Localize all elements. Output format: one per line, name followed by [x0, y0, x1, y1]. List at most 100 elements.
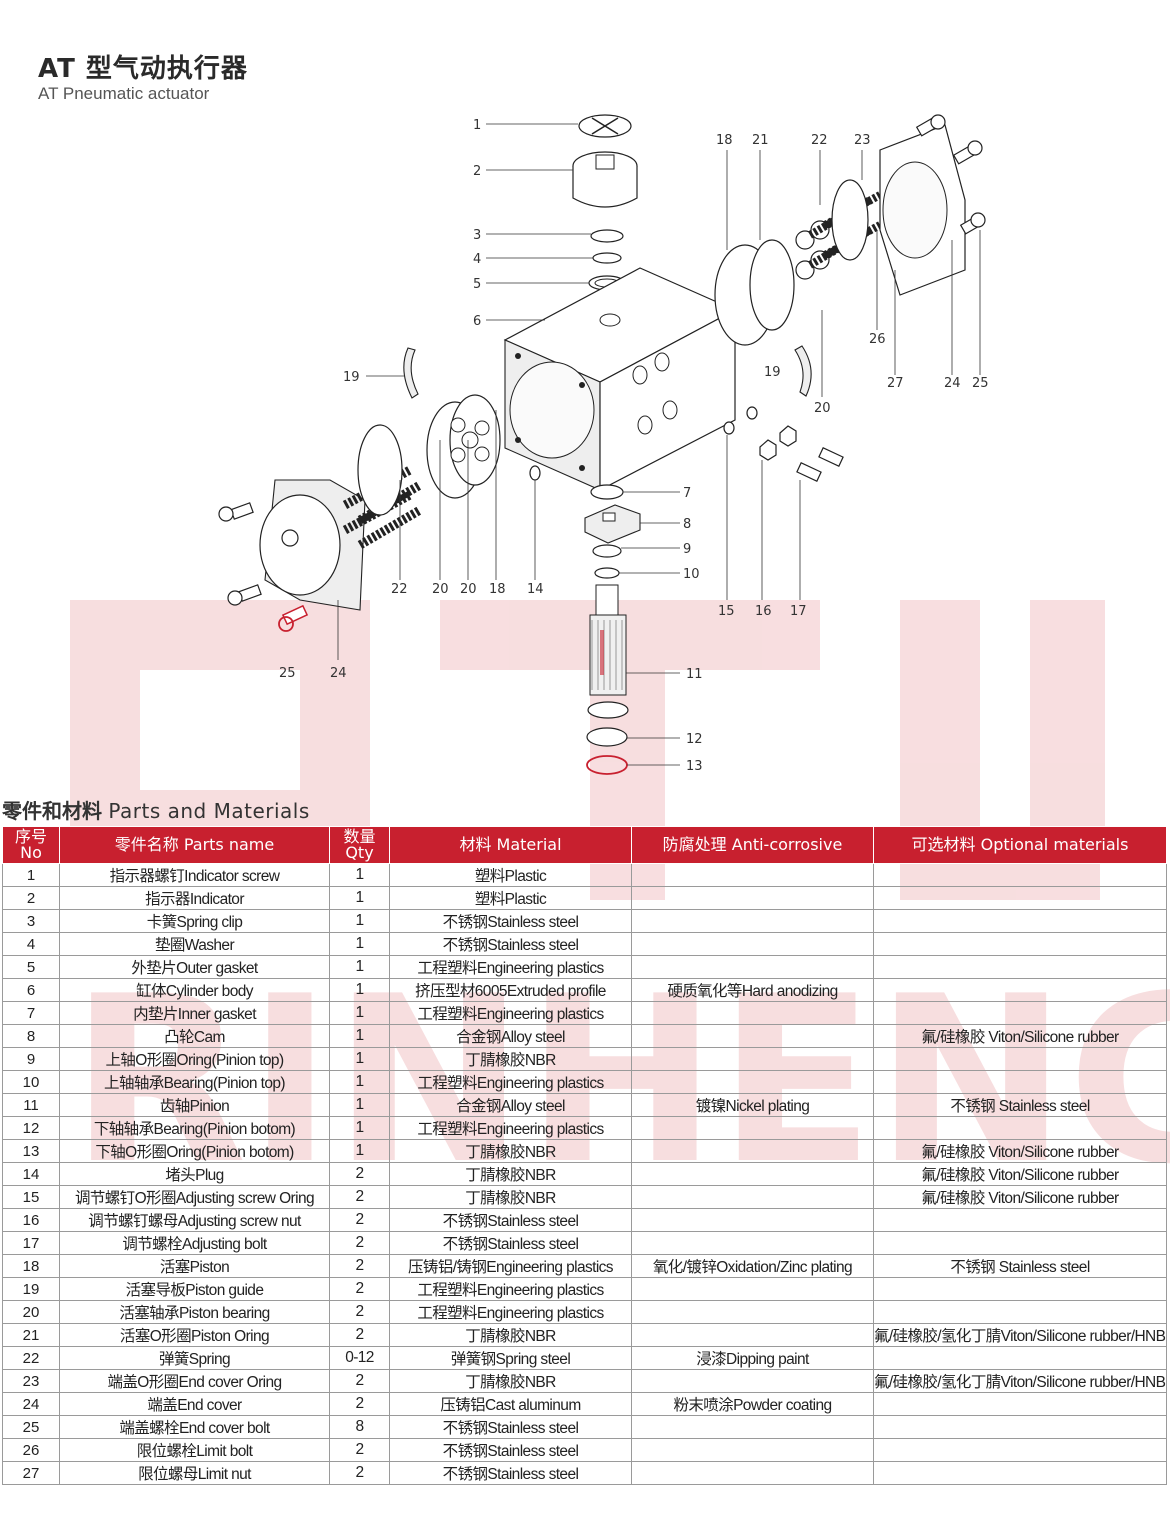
cell-material: 工程塑料Engineering plastics [389, 1116, 632, 1140]
label-18-left: 18 [489, 582, 506, 597]
cell-anti-corrosive [631, 886, 874, 910]
header-no: 序号 No [2, 826, 60, 864]
cell-parts-name: 上轴O形圈Oring(Pinion top) [59, 1047, 330, 1071]
label-25-left: 25 [279, 666, 296, 681]
label-6: 6 [473, 314, 481, 329]
cell-material: 压铸铝/铸钢Engineering plastics [389, 1254, 632, 1278]
cell-parts-name: 限位螺栓Limit bolt [59, 1438, 330, 1462]
cell-anti-corrosive: 镀镍Nickel plating [631, 1093, 874, 1117]
cell-qty: 1 [329, 932, 390, 956]
cell-material: 工程塑料Engineering plastics [389, 1277, 632, 1301]
cell-anti-corrosive [631, 1162, 874, 1186]
header-parts-name: 零件名称 Parts name [59, 826, 330, 864]
page-title: AT 型气动执行器 [38, 54, 248, 84]
cell-optional-materials: 氟/硅橡胶 Viton/Silicone rubber [873, 1024, 1167, 1048]
cell-parts-name: 外垫片Outer gasket [59, 955, 330, 979]
cell-optional-materials: 氟/硅橡胶 Viton/Silicone rubber [873, 1185, 1167, 1209]
cell-no: 6 [2, 978, 60, 1002]
cell-qty: 1 [329, 1139, 390, 1163]
cell-optional-materials: 氟/硅橡胶 Viton/Silicone rubber [873, 1162, 1167, 1186]
header-anti-corrosive: 防腐处理 Anti-corrosive [631, 826, 874, 864]
cell-optional-materials [873, 1392, 1167, 1416]
cell-parts-name: 调节螺钉螺母Adjusting screw nut [59, 1208, 330, 1232]
cell-anti-corrosive [631, 1208, 874, 1232]
cell-anti-corrosive [631, 1300, 874, 1324]
cell-optional-materials [873, 886, 1167, 910]
cell-anti-corrosive [631, 955, 874, 979]
cell-material: 塑料Plastic [389, 886, 632, 910]
cell-material: 不锈钢Stainless steel [389, 909, 632, 933]
label-11: 11 [686, 667, 703, 682]
cell-no: 3 [2, 909, 60, 933]
cell-anti-corrosive [631, 1369, 874, 1393]
cell-material: 压铸铝Cast aluminum [389, 1392, 632, 1416]
cell-optional-materials [873, 1116, 1167, 1140]
cell-optional-materials: 氟/硅橡胶/氢化丁腈Viton/Silicone rubber/HNBR [873, 1369, 1167, 1393]
cell-parts-name: 端盖螺栓End cover bolt [59, 1415, 330, 1439]
cell-no: 10 [2, 1070, 60, 1094]
cell-material: 不锈钢Stainless steel [389, 1208, 632, 1232]
cell-qty: 2 [329, 1185, 390, 1209]
cell-no: 2 [2, 886, 60, 910]
label-9: 9 [683, 542, 691, 557]
parts-table: 序号 No 零件名称 Parts name 数量 Qty 材料 Material… [2, 826, 1167, 1485]
section-title-en: Parts and Materials [108, 799, 310, 823]
label-14: 14 [527, 582, 544, 597]
cell-optional-materials [873, 1231, 1167, 1255]
section-title: 零件和材料 Parts and Materials [2, 795, 310, 824]
cell-material: 工程塑料Engineering plastics [389, 1070, 632, 1094]
cell-no: 7 [2, 1001, 60, 1025]
cell-qty: 1 [329, 1047, 390, 1071]
header-qty: 数量 Qty [329, 826, 390, 864]
cell-no: 20 [2, 1300, 60, 1324]
cell-parts-name: 弹簧Spring [59, 1346, 330, 1370]
cell-parts-name: 限位螺母Limit nut [59, 1461, 330, 1485]
cell-optional-materials [873, 1415, 1167, 1439]
cell-parts-name: 凸轮Cam [59, 1024, 330, 1048]
cell-material: 塑料Plastic [389, 863, 632, 887]
header-optional-materials: 可选材料 Optional materials [873, 826, 1167, 864]
cell-anti-corrosive: 氧化/镀锌Oxidation/Zinc plating [631, 1254, 874, 1278]
cell-anti-corrosive [631, 1438, 874, 1462]
label-20-a: 20 [432, 582, 449, 597]
cell-no: 8 [2, 1024, 60, 1048]
cell-no: 21 [2, 1323, 60, 1347]
cell-qty: 2 [329, 1369, 390, 1393]
cell-no: 1 [2, 863, 60, 887]
label-23: 23 [854, 133, 871, 148]
cell-optional-materials [873, 1001, 1167, 1025]
label-2: 2 [473, 164, 481, 179]
cell-optional-materials: 氟/硅橡胶/氢化丁腈Viton/Silicone rubber/HNBR [873, 1323, 1167, 1347]
cell-no: 5 [2, 955, 60, 979]
cell-optional-materials: 氟/硅橡胶 Viton/Silicone rubber [873, 1139, 1167, 1163]
cell-optional-materials: 不锈钢 Stainless steel [873, 1254, 1167, 1278]
cell-qty: 2 [329, 1392, 390, 1416]
cell-qty: 2 [329, 1461, 390, 1485]
cell-no: 22 [2, 1346, 60, 1370]
exploded-diagram: 1 2 3 4 5 6 7 8 9 10 11 12 13 14 15 16 1… [218, 114, 989, 775]
cell-material: 丁腈橡胶NBR [389, 1139, 632, 1163]
label-8: 8 [683, 517, 691, 532]
cell-material: 不锈钢Stainless steel [389, 1415, 632, 1439]
cell-material: 合金钢Alloy steel [389, 1093, 632, 1117]
cell-material: 不锈钢Stainless steel [389, 1231, 632, 1255]
cell-optional-materials [873, 1300, 1167, 1324]
cell-optional-materials [873, 1208, 1167, 1232]
